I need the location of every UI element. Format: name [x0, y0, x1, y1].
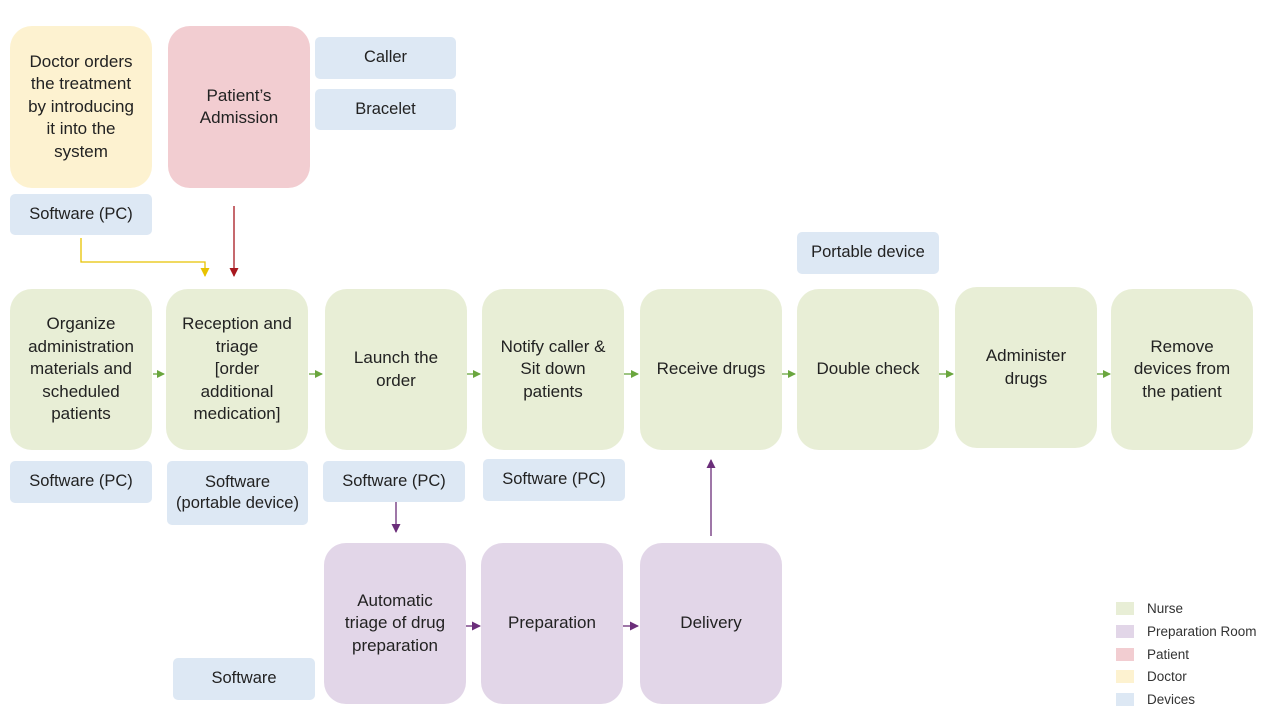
step-organize-materials: Organize administration materials and sc… — [10, 289, 152, 450]
legend-swatch-nurse — [1116, 601, 1134, 615]
legend-label: Preparation Room — [1147, 623, 1257, 639]
legend-swatch-devices — [1116, 692, 1134, 706]
legend-item-devices: Devices — [1116, 691, 1195, 707]
step-receive-drugs: Receive drugs — [640, 289, 782, 450]
step-automatic-triage: Automatic triage of drug preparation — [324, 543, 466, 704]
launch-software-pc-device: Software (PC) — [323, 461, 465, 502]
doctor-order-box: Doctor orders the treatment by introduci… — [10, 26, 152, 188]
patient-admission-box: Patient’s Admission — [168, 26, 310, 188]
notify-software-pc-device: Software (PC) — [483, 459, 625, 501]
organize-software-pc-device: Software (PC) — [10, 461, 152, 503]
step-delivery: Delivery — [640, 543, 782, 704]
step-double-check: Double check — [797, 289, 939, 450]
legend-item-patient: Patient — [1116, 646, 1189, 662]
step-notify-caller: Notify caller & Sit down patients — [482, 289, 624, 450]
step-remove-devices: Remove devices from the patient — [1111, 289, 1253, 450]
step-administer-drugs: Administer drugs — [955, 287, 1097, 448]
legend-item-doctor: Doctor — [1116, 668, 1187, 684]
legend-item-nurse: Nurse — [1116, 600, 1183, 616]
legend-swatch-preparation-room — [1116, 624, 1134, 638]
reception-software-portable-device: Software (portable device) — [167, 461, 308, 525]
prep-software-device: Software — [173, 658, 315, 700]
portable-device: Portable device — [797, 232, 939, 274]
legend-label: Nurse — [1147, 600, 1184, 616]
legend-label: Patient — [1147, 646, 1190, 662]
legend-swatch-doctor — [1116, 669, 1134, 683]
legend-item-preparation-room: Preparation Room — [1116, 623, 1257, 639]
doctor-software-pc-device: Software (PC) — [10, 194, 152, 235]
bracelet-device: Bracelet — [315, 89, 456, 130]
step-launch-order: Launch the order — [325, 289, 467, 450]
step-reception-triage: Reception and triage [order additional m… — [166, 289, 308, 450]
legend-label: Devices — [1147, 691, 1196, 707]
step-preparation: Preparation — [481, 543, 623, 704]
legend-label: Doctor — [1147, 668, 1187, 684]
legend-swatch-patient — [1116, 647, 1134, 661]
caller-device: Caller — [315, 37, 456, 79]
arrow-doctor-to-reception — [80, 238, 210, 277]
